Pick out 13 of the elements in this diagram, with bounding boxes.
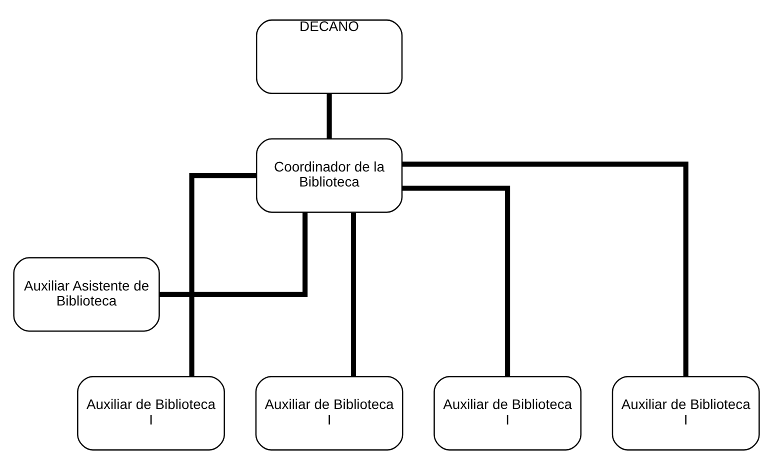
connector	[402, 162, 688, 377]
connector	[159, 212, 308, 297]
connector	[351, 212, 356, 376]
node-box: Auxiliar de Biblioteca I	[77, 376, 225, 451]
node-box: Auxiliar de Biblioteca I	[255, 376, 404, 451]
connector	[402, 186, 510, 376]
node-box: Auxiliar de Biblioteca I	[434, 376, 582, 451]
node-box: Coordinador de la Biblioteca	[256, 138, 403, 213]
connector	[189, 173, 256, 376]
node-box: Auxiliar Asistente de Biblioteca	[13, 257, 160, 332]
connector	[326, 94, 332, 139]
node-box: Auxiliar de Biblioteca I	[612, 376, 760, 451]
node-box: DECANO	[256, 19, 403, 94]
